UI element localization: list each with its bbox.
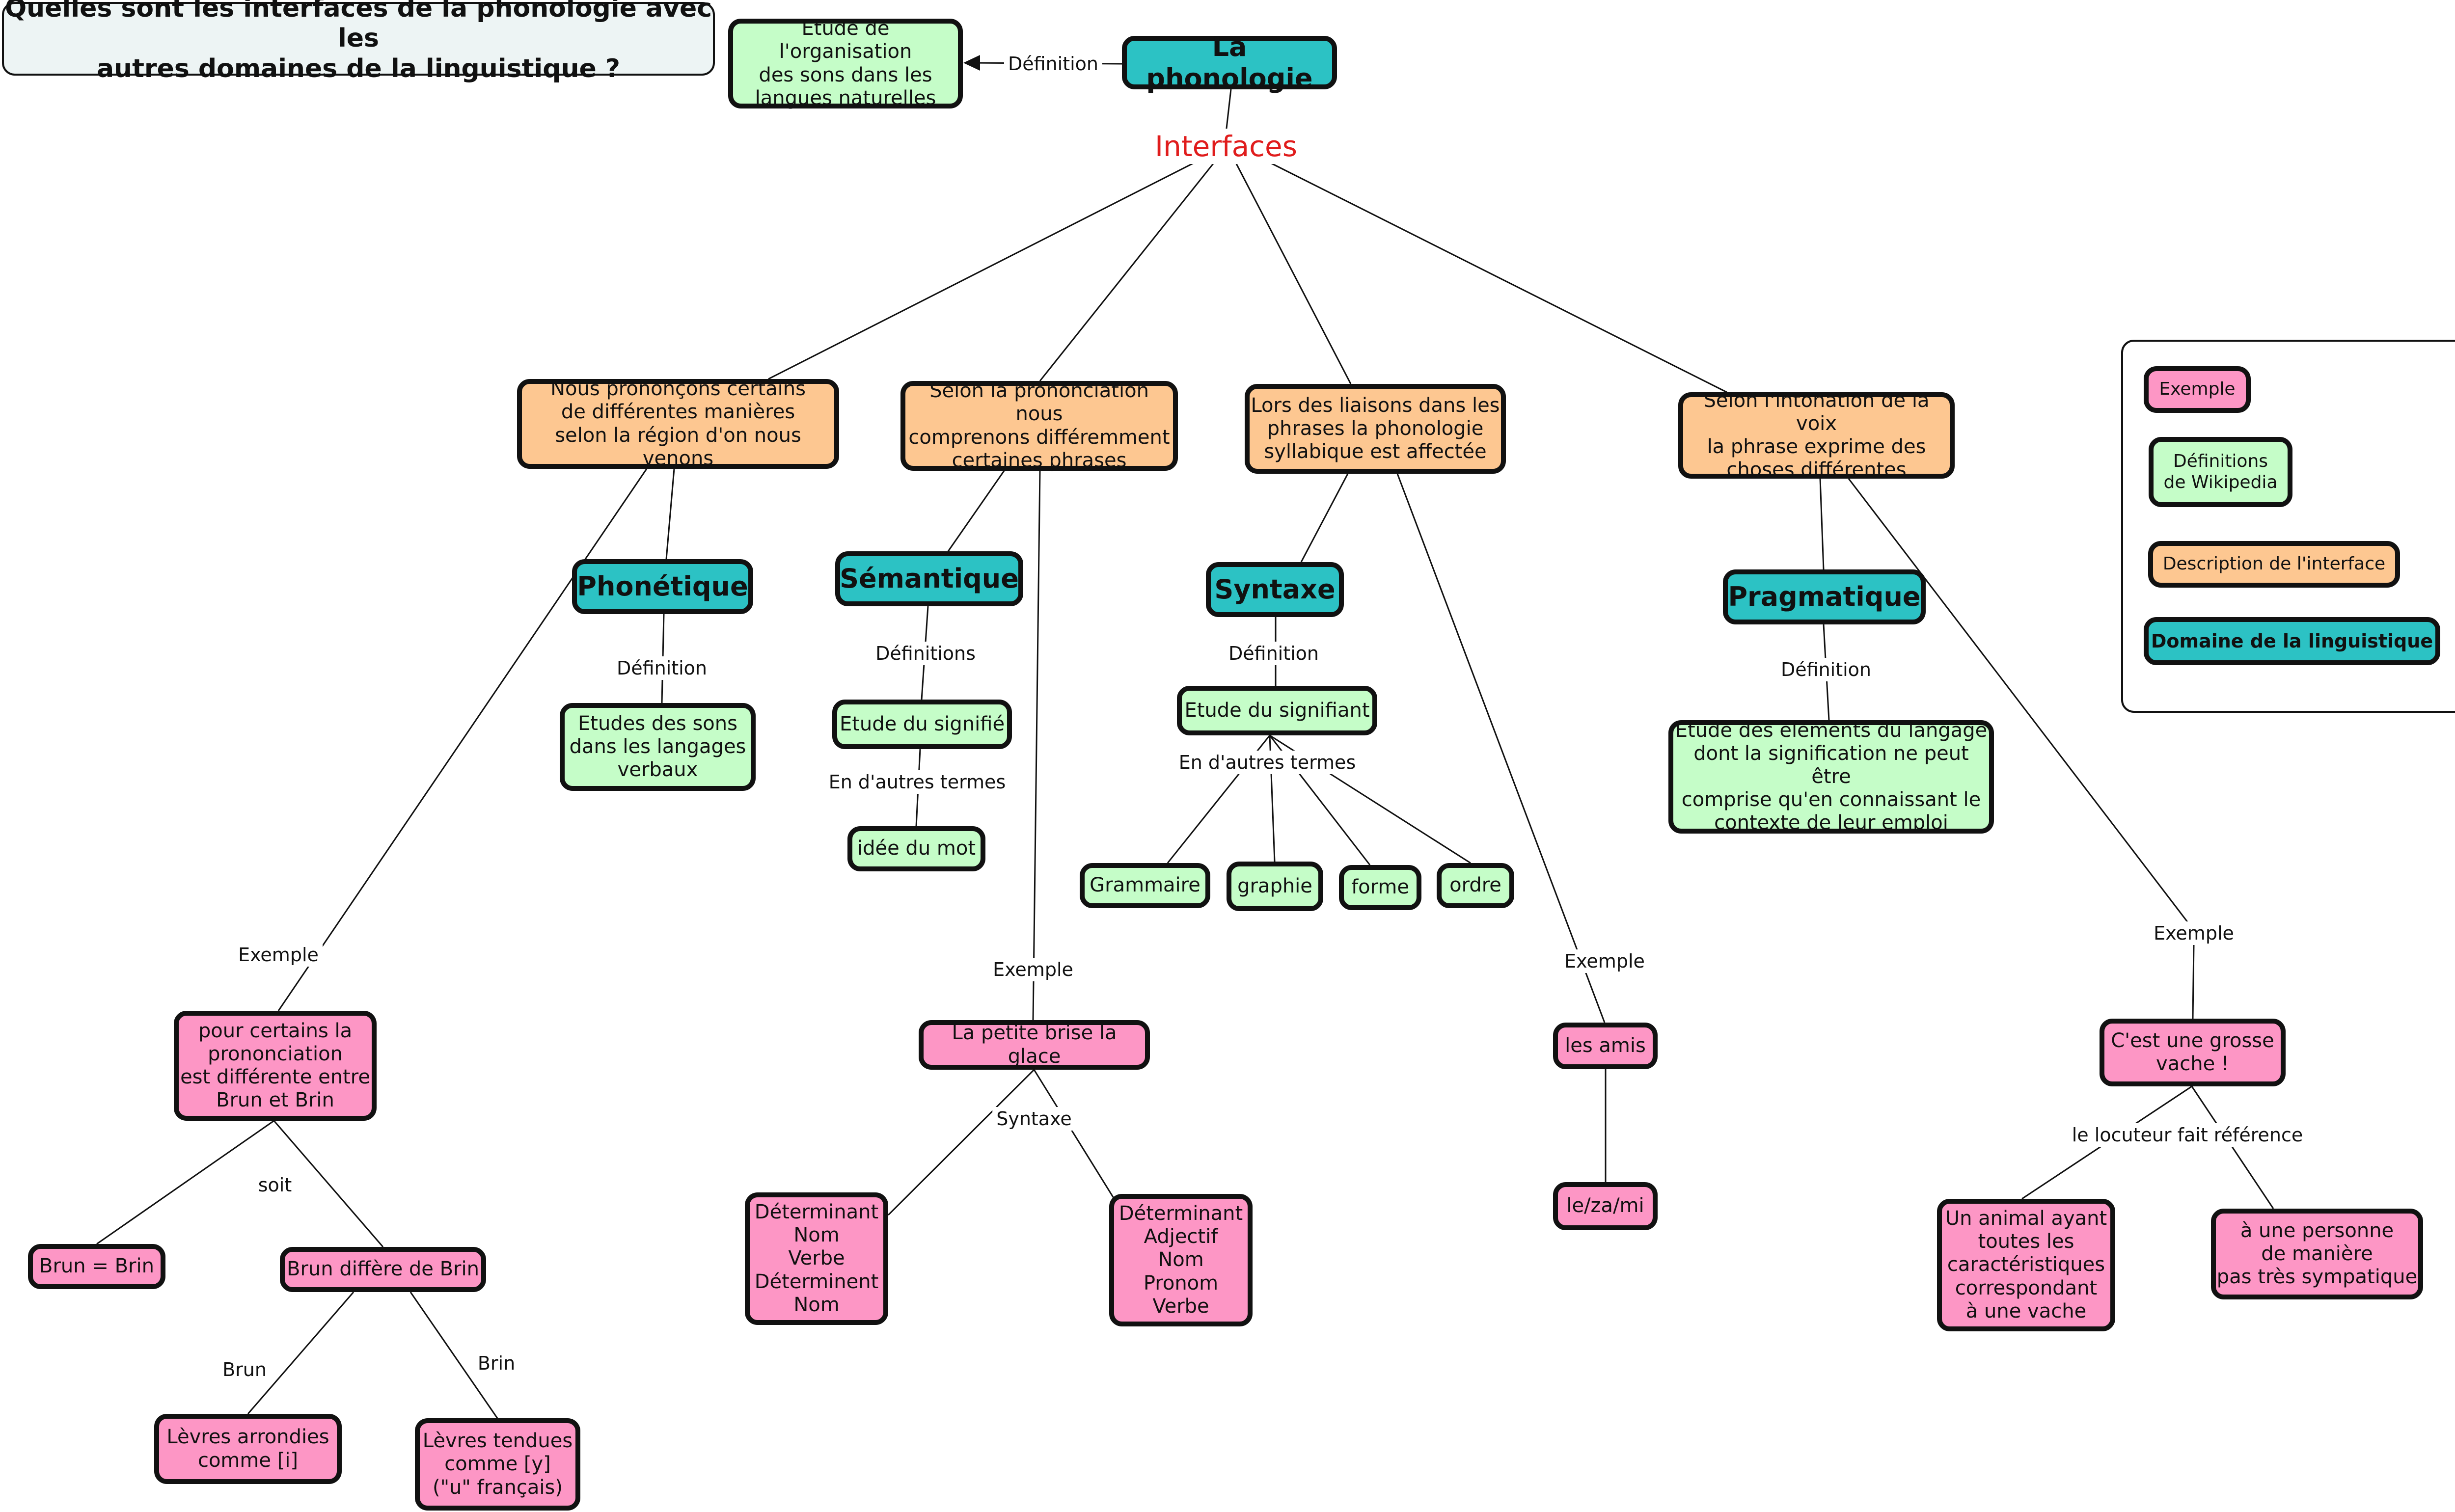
phonetique-soit-label: soit	[254, 1173, 296, 1197]
example-brun-differs-brin: Brun diffère de Brin	[280, 1247, 486, 1292]
interfaces-label: Interfaces	[1150, 129, 1302, 164]
edge-prag-desc-to-example	[1848, 478, 2197, 933]
semantique-interface: Selon la prononciation nous comprenons d…	[900, 379, 1178, 472]
legend-example: Exemple	[2144, 366, 2251, 413]
legend-domain: Domaine de la linguistique	[2144, 617, 2440, 665]
phonetique-brin-label: Brin	[473, 1351, 519, 1375]
root-definition-label: Définition	[1004, 52, 1103, 76]
syntaxe-example-label: Exemple	[1560, 949, 1649, 973]
root-definition: Etude de l'organisation des sons dans le…	[728, 17, 963, 109]
syntaxe-definition-label: Définition	[1224, 642, 1323, 665]
legend-wikipedia: Définitions de Wikipedia	[2149, 437, 2292, 507]
domain-semantique: Sémantique	[835, 551, 1023, 606]
semantique-syntax-label: Syntaxe	[992, 1107, 1076, 1131]
syntaxe-term-ordre: ordre	[1437, 863, 1514, 908]
semantique-parse-a: Déterminant Nom Verbe Déterminent Nom	[745, 1192, 888, 1325]
example-brun-lips: Lèvres arrondies comme [i]	[154, 1414, 342, 1484]
pragmatique-reference-label: le locuteur fait référence	[2068, 1123, 2307, 1147]
syntaxe-example-transcription: le/za/mi	[1553, 1182, 1658, 1230]
semantique-parse-b: Déterminant Adjectif Nom Pronom Verbe	[1109, 1194, 1253, 1326]
example-brun-equals-brin: Brun = Brin	[28, 1244, 165, 1289]
phonetique-example: pour certains la prononciation est diffé…	[174, 1011, 377, 1121]
edge-prag-desc-to-domain	[1819, 478, 1825, 570]
domain-phonetique: Phonétique	[572, 559, 753, 614]
syntaxe-term-forme: forme	[1339, 865, 1421, 910]
semantique-example-label: Exemple	[989, 958, 1077, 981]
pragmatique-example: C'est une grosse vache !	[2100, 1019, 2286, 1086]
legend-interface: Description de l'interface	[2148, 541, 2400, 588]
edge-phon-example-to-b	[273, 1120, 384, 1247]
phonetique-brun-label: Brun	[218, 1358, 271, 1381]
syntaxe-definition: Etude du signifiant	[1177, 686, 1377, 735]
domain-pragmatique: Pragmatique	[1723, 569, 1926, 624]
phonetique-definition-label: Définition	[612, 656, 711, 680]
pragmatique-example-label: Exemple	[2150, 921, 2238, 945]
phonetique-example-label: Exemple	[234, 943, 323, 967]
edge-prag-example-to-b	[2191, 1086, 2274, 1209]
phonetique-definition: Etudes des sons dans les langages verbau…	[560, 703, 756, 791]
semantique-other-terms-label: En d'autres termes	[824, 770, 1010, 794]
pragmatique-definition-label: Définition	[1776, 658, 1876, 681]
edge-interfaces-to-pragmatique	[1256, 155, 1727, 393]
pragmatique-reference-animal: Un animal ayant toutes les caractéristiq…	[1937, 1199, 2115, 1331]
edge-phon-b-to-brin	[409, 1292, 498, 1419]
domain-syntaxe: Syntaxe	[1206, 562, 1344, 617]
syntaxe-example: les amis	[1553, 1023, 1658, 1069]
edge-sem-example-to-b	[1033, 1069, 1116, 1201]
edge-sem-desc-to-example	[1032, 470, 1041, 1021]
phonetique-interface: Nous prononçons certains de différentes …	[517, 378, 839, 470]
edge-sem-example-to-a	[887, 1069, 1035, 1216]
edge-syn-desc-to-domain	[1300, 473, 1349, 563]
edge-interfaces-to-syntaxe	[1232, 158, 1352, 384]
definition-arrowhead	[963, 55, 980, 71]
edge-root-to-interfaces	[1225, 89, 1232, 133]
edge-prag-label-to-example	[2192, 945, 2195, 1019]
example-brin-lips: Lèvres tendues comme [y] ("u" français)	[415, 1418, 580, 1511]
pragmatique-definition: Etude des éléments du langage dont la si…	[1668, 719, 1994, 834]
edge-syn-desc-to-example	[1396, 473, 1606, 1023]
syntaxe-term-grammaire: Grammaire	[1080, 863, 1210, 908]
main-question: Quelles sont les interfaces de la phonol…	[2, 0, 715, 83]
semantique-other-terms: idée du mot	[847, 826, 985, 871]
semantique-example: La petite brise la glace	[919, 1020, 1150, 1070]
edge-interfaces-to-phonetique	[768, 156, 1206, 380]
semantique-definitions-label: Définitions	[872, 642, 980, 665]
edge-phon-b-to-brun	[247, 1292, 355, 1414]
syntaxe-interface: Lors des liaisons dans les phrases la ph…	[1245, 384, 1506, 474]
edge-phon-desc-to-domain	[665, 468, 675, 560]
edge-sem-desc-to-domain	[947, 470, 1005, 552]
syntaxe-term-graphie: graphie	[1227, 862, 1323, 911]
edge-interfaces-to-semantique	[1039, 158, 1219, 381]
syntaxe-other-terms-label: En d'autres termes	[1174, 751, 1360, 774]
pragmatique-interface: Selon l'intonation de la voix la phrase …	[1678, 389, 1955, 481]
semantique-definition: Etude du signifié	[832, 700, 1012, 749]
edge-phon-example-to-a	[96, 1120, 274, 1245]
pragmatique-reference-person: à une personne de manière pas très sympa…	[2211, 1209, 2423, 1299]
root-node: La phonologie	[1122, 31, 1337, 94]
